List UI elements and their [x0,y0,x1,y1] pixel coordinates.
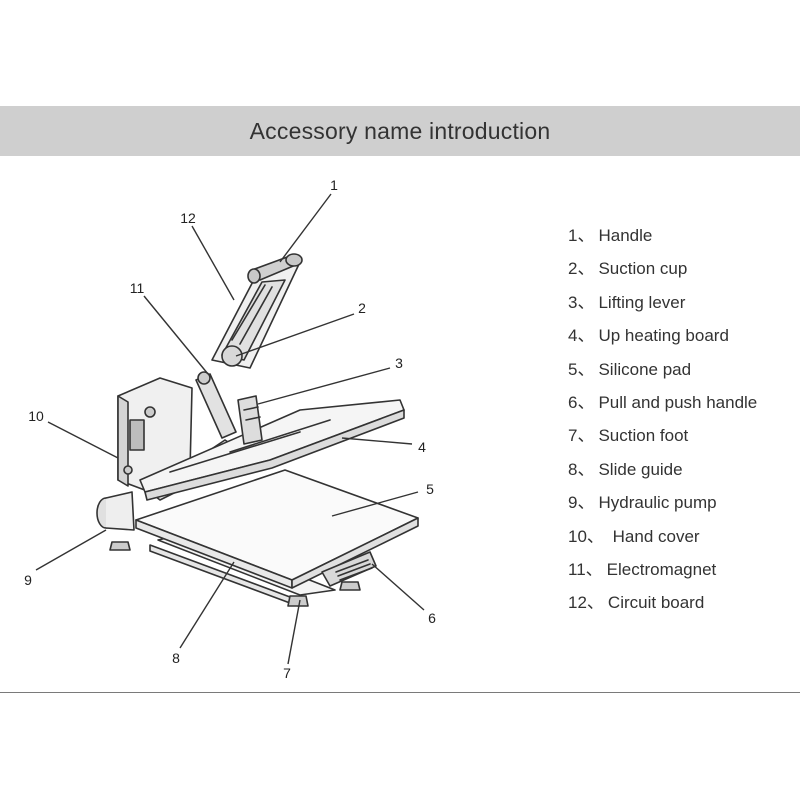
legend-label: Handle [598,226,653,245]
legend-label: Up heating board [598,326,729,346]
legend-label: Circuit board [607,593,705,613]
pull-push-handle [321,551,377,587]
legend-item: 8、Slide guide [568,458,757,491]
legend-label: Slide guide [598,459,683,479]
legend-label: Hand cover [607,526,700,546]
legend-label: Pull and push handle [598,392,758,412]
callout-7: 7 [283,665,291,681]
legend-number: 7、 [568,426,595,446]
callout-1: 1 [330,177,338,193]
legend-item: 12、Circuit board [568,591,757,624]
legend-number: 6、 [568,392,595,412]
callout-12: 12 [180,210,196,226]
suction-foot-right [339,581,361,591]
callout-5: 5 [426,481,434,497]
legend-label: Electromagnet [606,559,717,579]
legend-number: 12、 [568,593,604,613]
accessory-legend: 1、Handle 2、Suction cup 3、Lifting lever 4… [568,224,757,625]
callout-11: 11 [129,280,145,296]
legend-label: Lifting lever [598,292,686,312]
callout-9: 9 [24,572,32,588]
legend-item: 7、Suction foot [568,424,757,457]
legend-item: 4、Up heating board [568,324,757,357]
legend-number: 8、 [568,459,595,479]
legend-label: Suction foot [598,426,689,446]
legend-number: 9、 [568,493,595,513]
legend-number: 2、 [568,259,595,279]
legend-number: 10、 [568,526,604,546]
legend-item: 9、Hydraulic pump [568,491,757,524]
legend-number: 4、 [568,326,595,346]
legend-label: Suction cup [598,259,688,279]
suction-cup [221,345,243,367]
legend-item: 5、Silicone pad [568,358,757,391]
footer-divider [0,692,800,693]
legend-label: Silicone pad [598,359,692,379]
legend-number: 3、 [568,292,595,312]
callout-8: 8 [172,650,180,666]
title-banner [0,106,800,156]
legend-number: 1、 [568,226,595,245]
legend-number: 5、 [568,359,595,379]
callout-10: 10 [28,408,44,424]
callout-4: 4 [418,439,426,455]
legend-number: 11、 [568,559,603,579]
page-title: Accessory name introduction [249,118,551,144]
callout-2: 2 [358,300,366,316]
legend-item: 2、Suction cup [568,257,757,290]
suction-foot-front [287,595,309,607]
legend-item: 10、 Hand cover [568,525,757,558]
legend-item: 1、Handle [568,224,757,257]
legend-label: Hydraulic pump [598,493,717,513]
callout-6: 6 [428,610,436,626]
callout-3: 3 [395,355,403,371]
legend-item: 6、Pull and push handle [568,391,757,424]
legend-item: 3、Lifting lever [568,291,757,324]
legend-item: 11、Electromagnet [568,558,757,591]
